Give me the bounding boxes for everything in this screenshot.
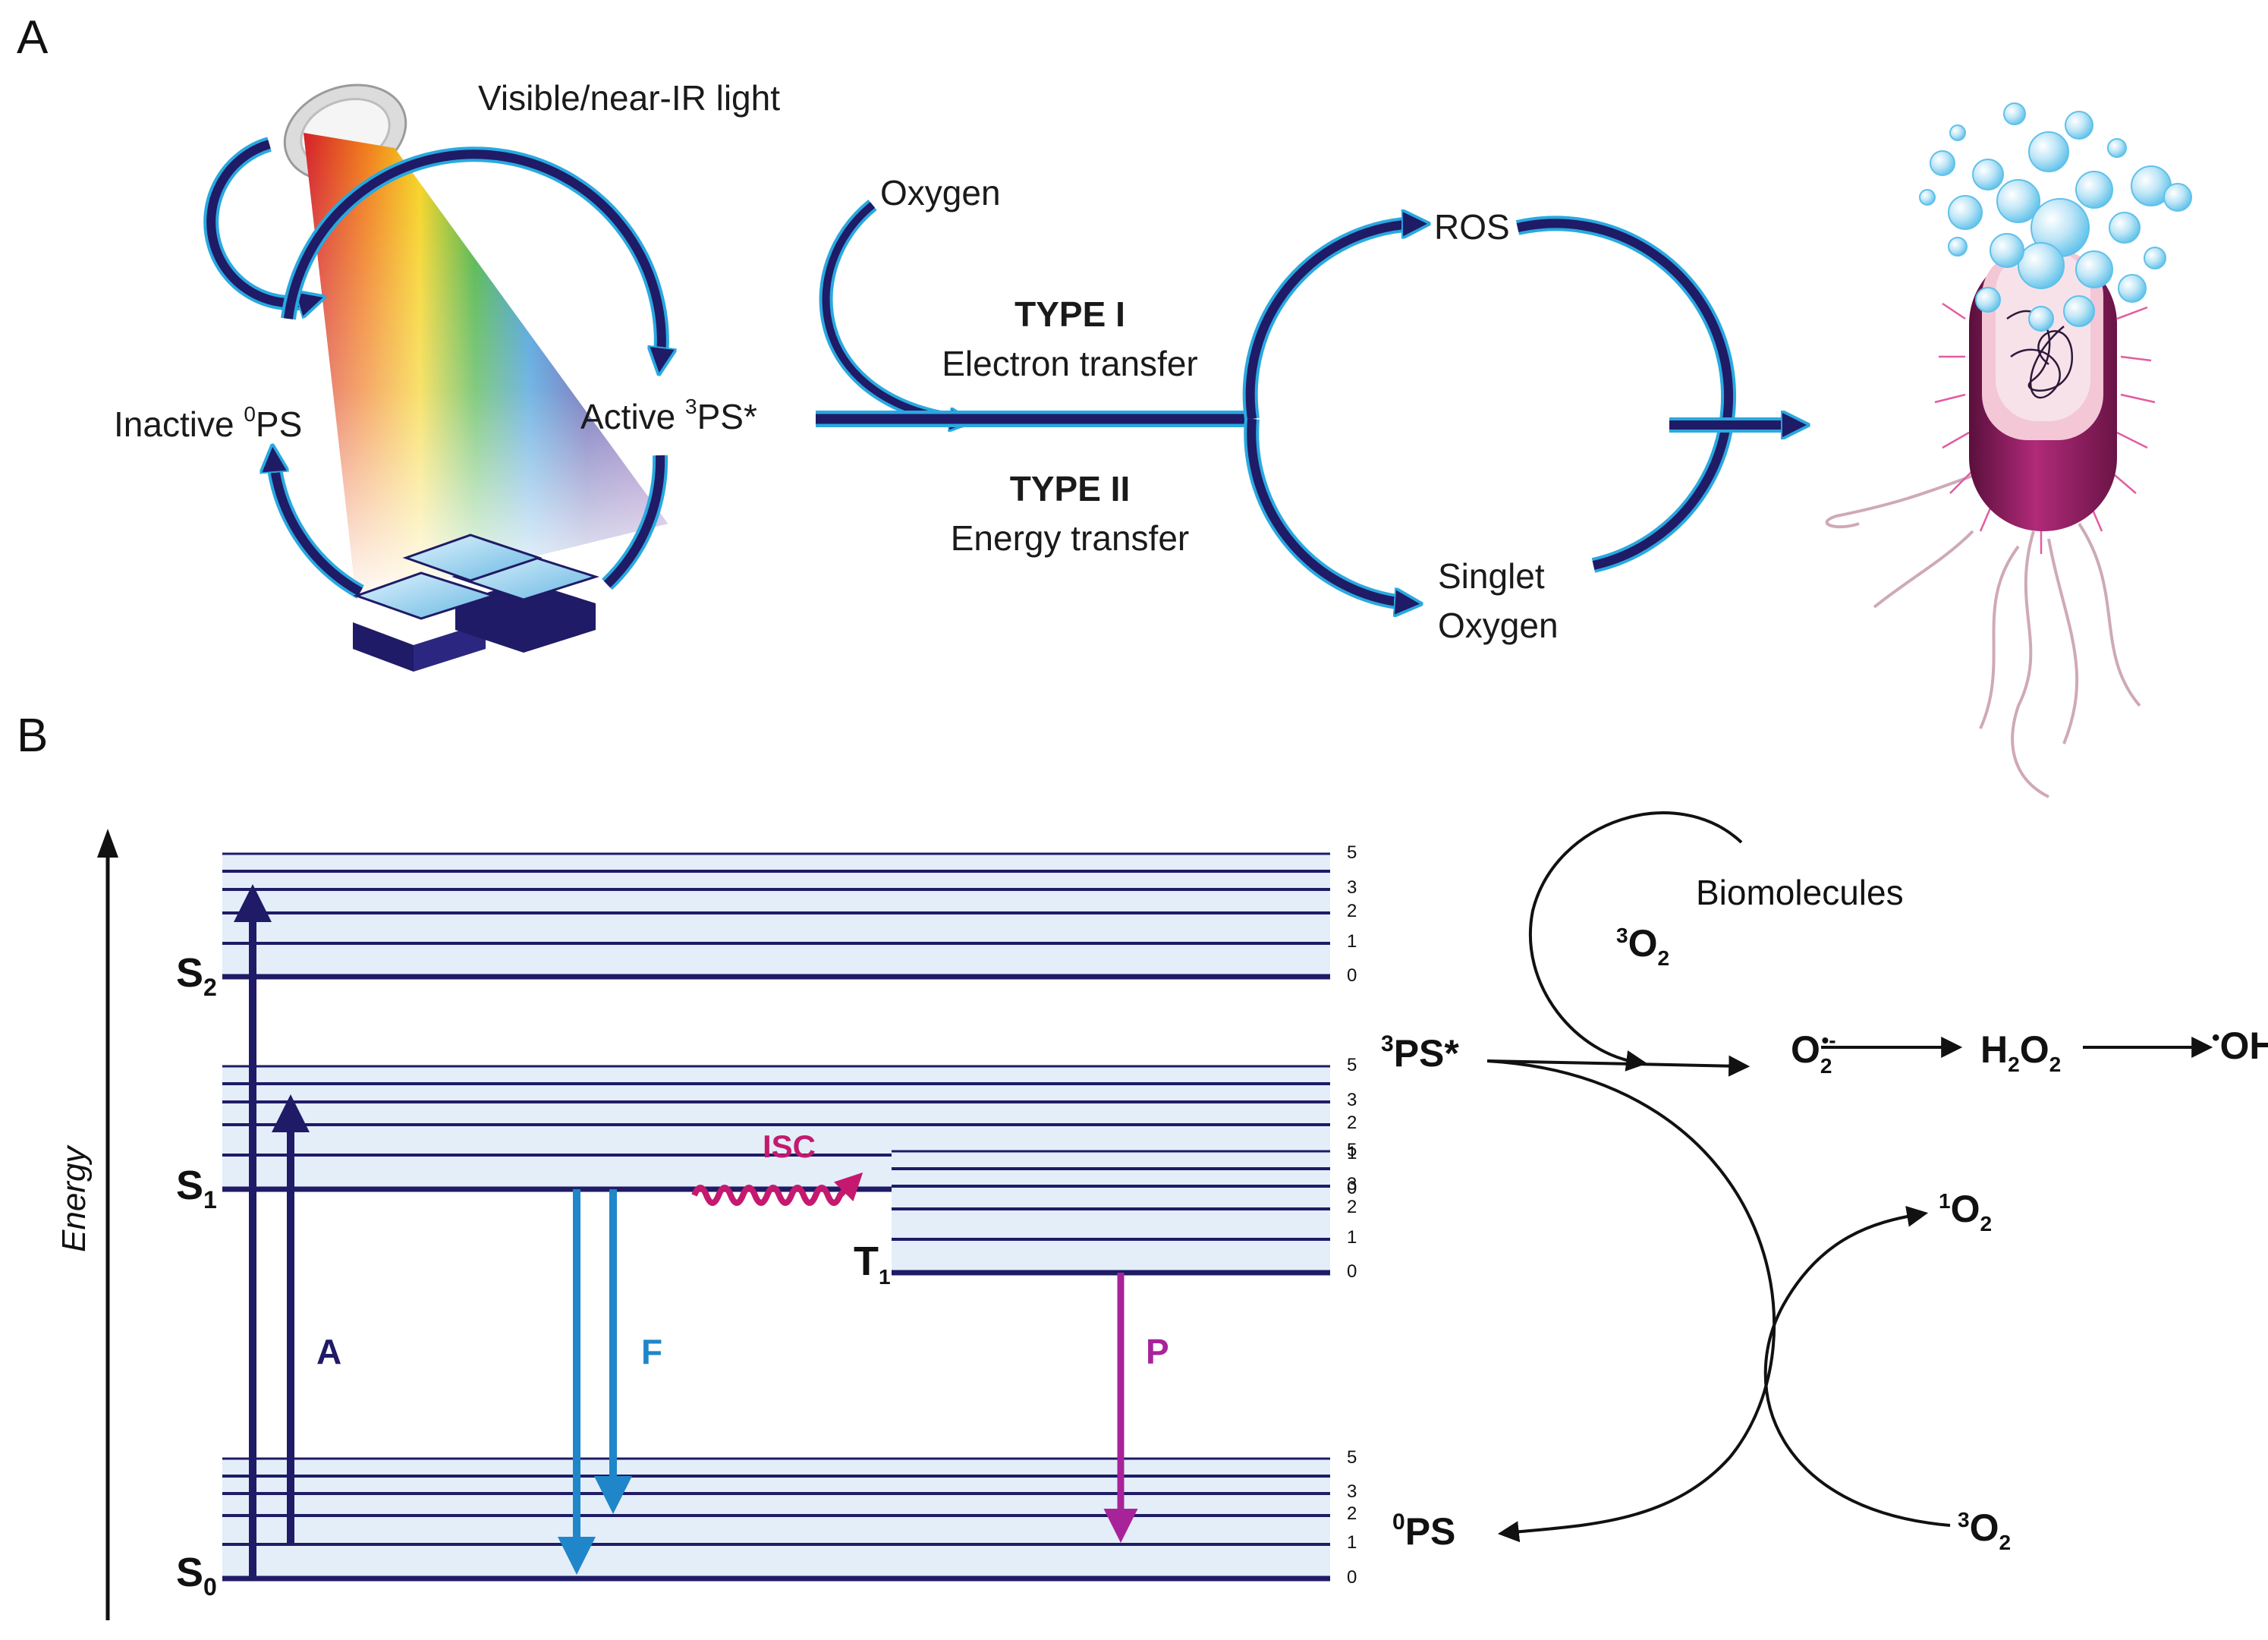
s1-label: S1 <box>176 1163 217 1213</box>
biomolecules-label: Biomolecules <box>1696 873 1904 912</box>
inactive-ps-label: Inactive 0PS <box>114 402 302 444</box>
light-beam <box>304 133 668 600</box>
svg-text:2: 2 <box>1347 901 1357 921</box>
fluorescence-arrows <box>558 1189 632 1575</box>
svg-text:1: 1 <box>1347 1227 1357 1248</box>
svg-text:1: 1 <box>1347 931 1357 952</box>
type2-title: TYPE II <box>1010 469 1130 508</box>
bacterium-icon <box>1825 102 2192 798</box>
svg-text:2: 2 <box>1347 1503 1357 1524</box>
s0-label: S0 <box>176 1550 217 1601</box>
svg-text:3: 3 <box>1347 877 1357 898</box>
svg-text:0: 0 <box>1347 1261 1357 1282</box>
type2-subtitle: Energy transfer <box>951 518 1189 558</box>
s2-label: S2 <box>176 950 217 1001</box>
ground-ps-label: 0PS <box>1392 1509 1455 1553</box>
t1-vib-labels: 5 3 2 1 0 <box>1347 1140 1357 1282</box>
fluorescence-label: F <box>641 1332 662 1371</box>
o2-bottom-label: 3O2 <box>1958 1506 2011 1554</box>
svg-text:0: 0 <box>1347 1178 1357 1198</box>
s2-vib-labels: 5 3 2 1 0 <box>1347 842 1357 986</box>
phosphorescence-label: P <box>1146 1332 1169 1371</box>
singlet-oxygen-label: 1O2 <box>1939 1188 1992 1236</box>
svg-text:5: 5 <box>1347 1140 1357 1160</box>
o2-top-label: 3O2 <box>1616 922 1669 970</box>
svg-text:3: 3 <box>1347 1174 1357 1195</box>
svg-text:5: 5 <box>1347 842 1357 863</box>
energy-axis-label: Energy <box>55 1144 93 1252</box>
ros-label: ROS <box>1434 207 1510 247</box>
svg-text:5: 5 <box>1347 1055 1357 1075</box>
svg-text:2: 2 <box>1347 1113 1357 1133</box>
reaction-pathway <box>816 199 1798 603</box>
s0-band <box>222 1457 1330 1582</box>
mechanism-curves <box>1486 811 2213 1543</box>
singlet-oxygen-line1: Singlet <box>1438 556 1545 596</box>
type1-subtitle: Electron transfer <box>942 344 1197 383</box>
svg-text:1: 1 <box>1347 1143 1357 1163</box>
photosensitizer-cycle <box>203 137 662 599</box>
panel-a-letter: A <box>17 11 49 64</box>
t1-label: T1 <box>854 1239 891 1289</box>
superoxide-label: O2•- <box>1791 1028 1836 1078</box>
h2o2-label: H2O2 <box>1980 1028 2061 1076</box>
isc-label: ISC <box>763 1128 816 1164</box>
t1-band <box>892 1150 1330 1276</box>
s0-vib-labels: 5 3 2 1 0 <box>1347 1447 1357 1588</box>
svg-text:1: 1 <box>1347 1532 1357 1553</box>
excited-ps-label: 3PS* <box>1381 1031 1459 1075</box>
light-label: Visible/near-IR light <box>478 78 780 118</box>
energy-axis <box>97 829 118 1620</box>
s1-vib-labels: 5 3 2 1 0 <box>1347 1055 1357 1198</box>
absorption-label: A <box>316 1332 341 1371</box>
panel-b-letter: B <box>17 710 48 762</box>
active-ps-label: Active 3PS* <box>580 395 757 436</box>
photosensitizer-molecule-icon <box>353 534 599 672</box>
svg-text:3: 3 <box>1347 1090 1357 1110</box>
type1-title: TYPE I <box>1014 294 1125 334</box>
s2-band <box>222 852 1330 980</box>
svg-text:5: 5 <box>1347 1447 1357 1468</box>
svg-text:0: 0 <box>1347 965 1357 986</box>
oxygen-label: Oxygen <box>880 173 1001 212</box>
isc-wavy-arrow <box>691 1172 863 1206</box>
svg-text:3: 3 <box>1347 1481 1357 1502</box>
absorption-arrows <box>234 884 310 1579</box>
singlet-oxygen-line2: Oxygen <box>1438 606 1559 645</box>
svg-text:0: 0 <box>1347 1567 1357 1588</box>
hydroxyl-label: •OH <box>2212 1025 2268 1067</box>
svg-text:2: 2 <box>1347 1197 1357 1217</box>
